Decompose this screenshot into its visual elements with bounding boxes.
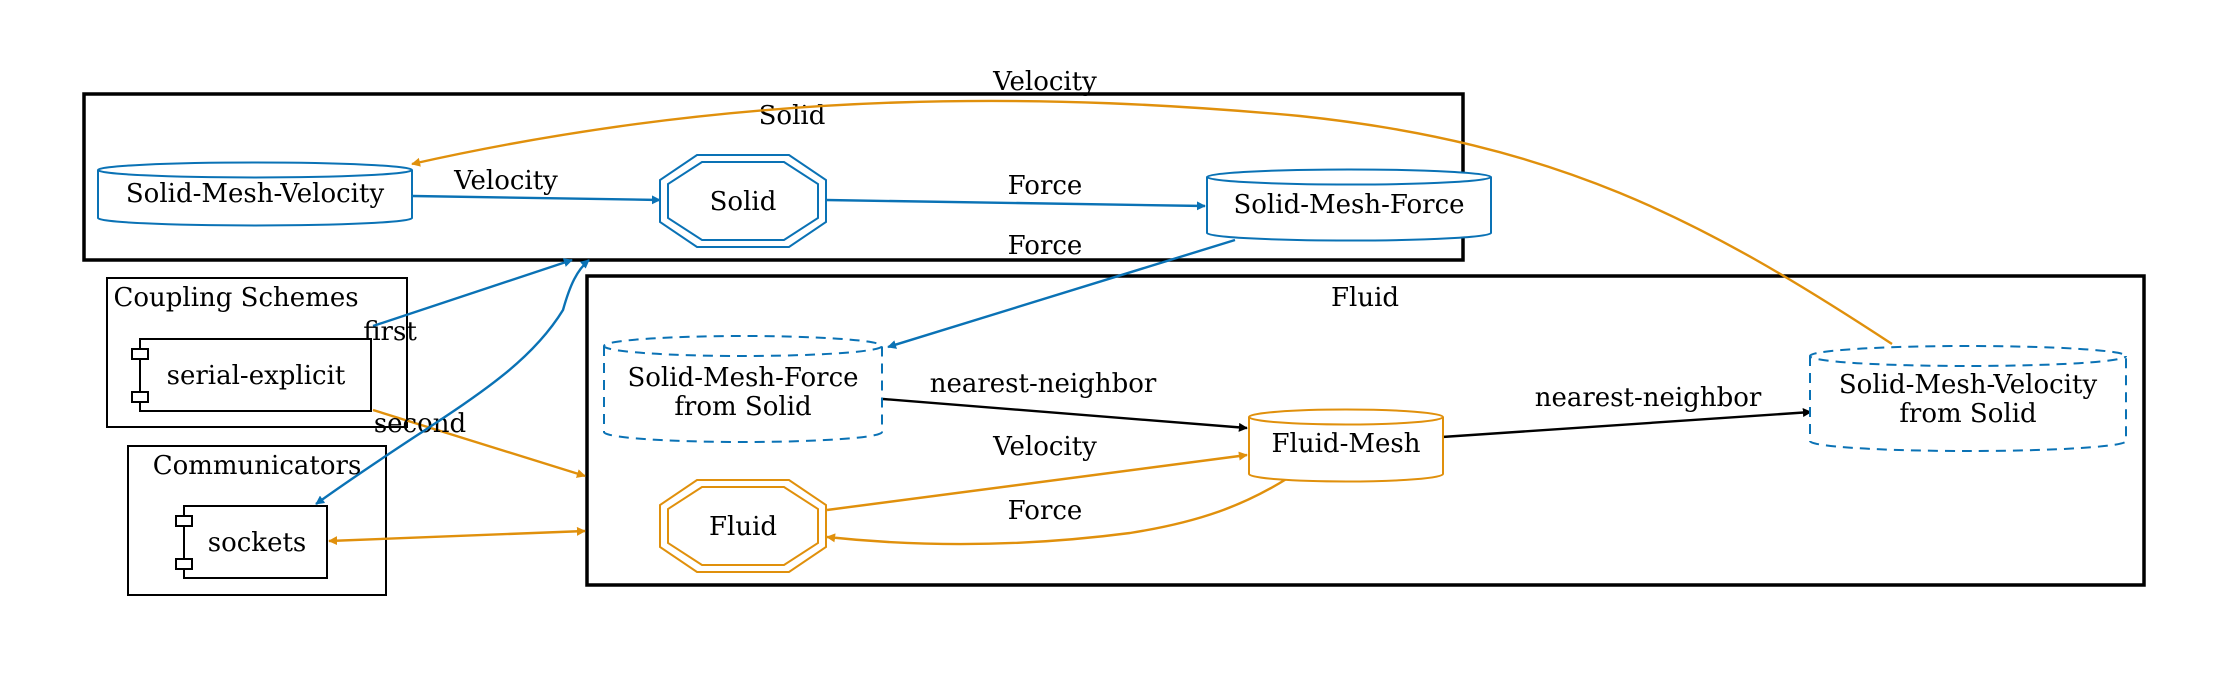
communicators-cluster-title: Communicators — [153, 451, 362, 481]
serial-explicit-node[interactable]: serial-explicit — [131, 338, 372, 412]
edge-force-mapping: nearest-neighbor — [882, 369, 1248, 432]
edge-velocity-exchange: Velocity — [411, 67, 1893, 346]
received-velocity-mesh-label-line1: Solid-Mesh-Velocity — [1839, 370, 2098, 400]
fluid-mesh-node[interactable]: Fluid-Mesh — [1247, 408, 1444, 483]
solid-mesh-force-node[interactable]: Solid-Mesh-Force — [1205, 168, 1492, 242]
edge-label-velocity-exchange: Velocity — [992, 67, 1097, 97]
received-force-mesh-label-line1: Solid-Mesh-Force — [627, 363, 858, 393]
edge-label-fluid-velocity-write: Velocity — [992, 432, 1097, 462]
edge-label-velocity-mapping: nearest-neighbor — [1535, 383, 1762, 413]
received-velocity-mesh-node[interactable]: Solid-Mesh-Velocity from Solid — [1808, 345, 2127, 452]
edge-coupling-first: first — [363, 258, 573, 347]
edge-label-solid-force-read: Force — [1008, 171, 1083, 201]
communicators-cluster-frame — [127, 445, 387, 596]
solid-mesh-velocity-node[interactable]: Solid-Mesh-Velocity — [96, 161, 413, 227]
fluid-mesh-label: Fluid-Mesh — [1272, 429, 1421, 459]
solid-participant-label: Solid — [710, 187, 777, 217]
solid-mesh-velocity-label: Solid-Mesh-Velocity — [126, 179, 385, 209]
sockets-node[interactable]: sockets — [175, 505, 328, 579]
edge-sockets-fluid — [328, 526, 586, 546]
edge-label-fluid-force-read: Force — [1008, 496, 1083, 526]
fluid-cluster-title: Fluid — [1331, 283, 1399, 313]
received-force-mesh-label-line2: from Solid — [674, 392, 811, 422]
coupling-schemes-cluster-title: Coupling Schemes — [113, 283, 358, 313]
edge-solid-force-read: Force — [825, 171, 1206, 211]
fluid-participant-label: Fluid — [709, 512, 777, 542]
serial-explicit-label: serial-explicit — [167, 361, 346, 391]
edge-velocity-mapping: nearest-neighbor — [1441, 383, 1812, 439]
fluid-participant-node[interactable]: Fluid — [659, 479, 827, 573]
edge-sockets-solid — [315, 259, 590, 505]
edge-force-exchange: Force — [887, 231, 1236, 349]
edge-label-solid-velocity-write: Velocity — [453, 166, 558, 196]
solid-mesh-force-label: Solid-Mesh-Force — [1233, 190, 1464, 220]
sockets-label: sockets — [208, 528, 307, 558]
edge-fluid-force-read: Force — [826, 476, 1289, 546]
edge-fluid-velocity-write: Velocity — [826, 432, 1248, 512]
solid-participant-node[interactable]: Solid — [659, 154, 827, 248]
received-force-mesh-node[interactable]: Solid-Mesh-Force from Solid — [602, 335, 883, 443]
received-velocity-mesh-label-line2: from Solid — [1899, 399, 2036, 429]
edge-label-force-mapping: nearest-neighbor — [930, 369, 1157, 399]
edge-solid-velocity-write: Velocity — [412, 166, 661, 205]
edge-label-force-exchange: Force — [1008, 231, 1083, 261]
